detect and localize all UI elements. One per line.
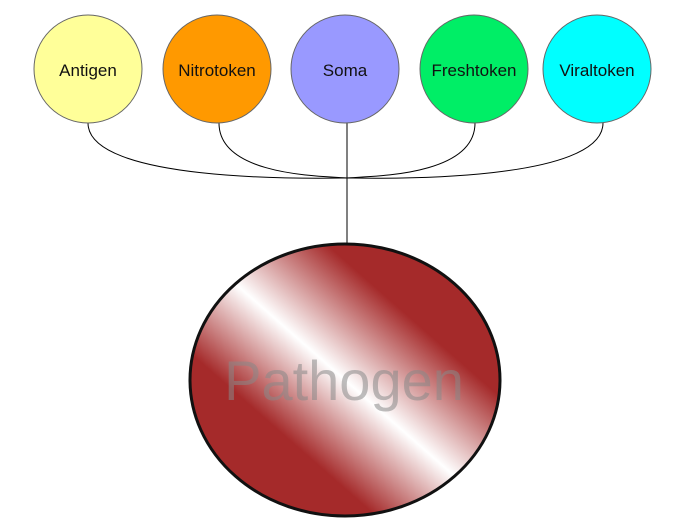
node-freshtoken-shape [419, 14, 529, 124]
node-antigen[interactable]: Antigen [33, 14, 143, 124]
connectors [87, 122, 604, 245]
node-soma-shape [290, 14, 400, 124]
center-node-pathogen[interactable]: Pathogen [188, 242, 502, 518]
node-viraltoken[interactable]: Viraltoken [542, 14, 652, 124]
node-antigen-label: Antigen [59, 61, 117, 80]
node-nitrotoken-shape [162, 14, 272, 124]
connector-antigen [87, 122, 348, 179]
node-nitrotoken[interactable]: Nitrotoken [162, 14, 272, 124]
node-antigen-shape [33, 14, 143, 124]
center-node-shape [188, 242, 502, 518]
connector-freshtoken [346, 122, 476, 179]
center-node-label: Pathogen [224, 349, 464, 412]
node-nitrotoken-label: Nitrotoken [178, 61, 255, 80]
connector-viraltoken [346, 122, 604, 179]
node-freshtoken[interactable]: Freshtoken [419, 14, 529, 124]
connector-nitrotoken [218, 122, 348, 179]
node-viraltoken-label: Viraltoken [559, 61, 634, 80]
node-soma[interactable]: Soma [290, 14, 400, 124]
node-soma-label: Soma [323, 61, 368, 80]
node-viraltoken-shape [542, 14, 652, 124]
node-freshtoken-label: Freshtoken [431, 61, 516, 80]
